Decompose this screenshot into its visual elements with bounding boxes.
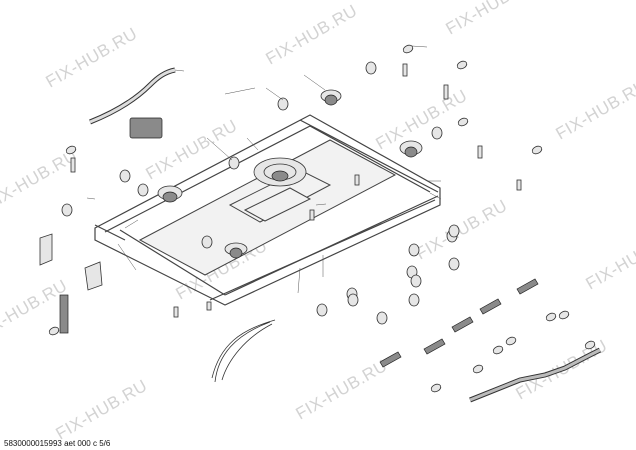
watermark-text: FIX-HUB.RU [53,376,151,444]
nut-part [448,257,460,271]
nut-part [277,97,289,111]
cap-part [457,117,469,127]
nut-part [408,243,420,257]
burner-bottom [224,242,248,259]
bracket [84,261,103,291]
cable-clip [39,233,53,266]
nut-part [448,224,460,238]
cap-part [545,312,557,322]
injector-part [402,63,408,77]
main-frame [94,114,441,306]
watermark-text: FIX-HUB.RU [413,196,511,264]
watermark-text: FIX-HUB.RU [583,226,636,294]
nut-part [376,311,388,325]
connector-block [129,117,163,139]
gas-valve-part [423,338,446,355]
ignition-wires [211,319,276,383]
small-parts [48,44,596,393]
injector-part [477,145,483,159]
leader-line [315,203,327,206]
leader-line [411,45,428,48]
nut-part [228,156,240,170]
leader-line [429,192,442,200]
cap-part [472,364,484,374]
nut-part [61,203,73,217]
leader-line [117,243,137,271]
cap-part [584,340,596,350]
injector-part [173,306,179,318]
leader-line [303,74,326,91]
cap-part [430,383,442,393]
gas-valve-part [451,316,474,333]
leader-line [246,137,259,151]
drawing: 5830000015993 aet 000 c 5/6 [4,44,602,448]
nut-part [316,303,328,317]
burner-left [157,185,183,203]
gas-valve-part [379,351,402,368]
leader-line [224,87,256,95]
watermark-text: FIX-HUB.RU [373,86,471,154]
burner-right [399,140,423,158]
thermocouple-lead [59,294,69,334]
leader-line [86,197,96,200]
cap-part [48,326,60,336]
nut-part [137,183,149,197]
cap-part [65,145,77,155]
injector-part [309,209,315,221]
gas-hose [89,67,176,125]
watermark-text: FIX-HUB.RU [0,146,81,214]
nut-part [119,169,131,183]
watermark-text: FIX-HUB.RU [293,356,391,424]
injector-part [516,179,522,191]
nut-part [365,61,377,75]
watermark-text: FIX-HUB.RU [43,24,141,92]
cap-part [558,310,570,320]
cap-part [531,145,543,155]
leader-line [206,137,233,161]
injector-part [354,174,360,186]
leader-line [174,69,185,72]
watermark-text: FIX-HUB.RU [553,76,636,144]
leader-line [265,87,284,101]
injector-part [443,84,449,100]
nut-part [410,274,422,288]
leader-line [124,219,139,229]
gas-valve-part [479,298,502,315]
gas-valve-part [516,278,539,295]
cap-part [505,336,517,346]
leader-line [297,267,301,294]
injector-part [70,157,76,173]
footer-reference: 5830000015993 aet 000 c 5/6 [4,439,111,448]
nut-part [431,126,443,140]
leader-lines [86,45,442,294]
burner-top [320,89,342,106]
nut-part [408,293,420,307]
cap-part [402,44,414,54]
watermark-text: FIX-HUB.RU [263,1,361,69]
watermark-text: FIX-HUB.RU [443,0,541,38]
nut-part [201,235,213,249]
cap-part [492,345,504,355]
nut-part [347,293,359,307]
injector-part [206,301,212,311]
cap-part [456,60,468,70]
